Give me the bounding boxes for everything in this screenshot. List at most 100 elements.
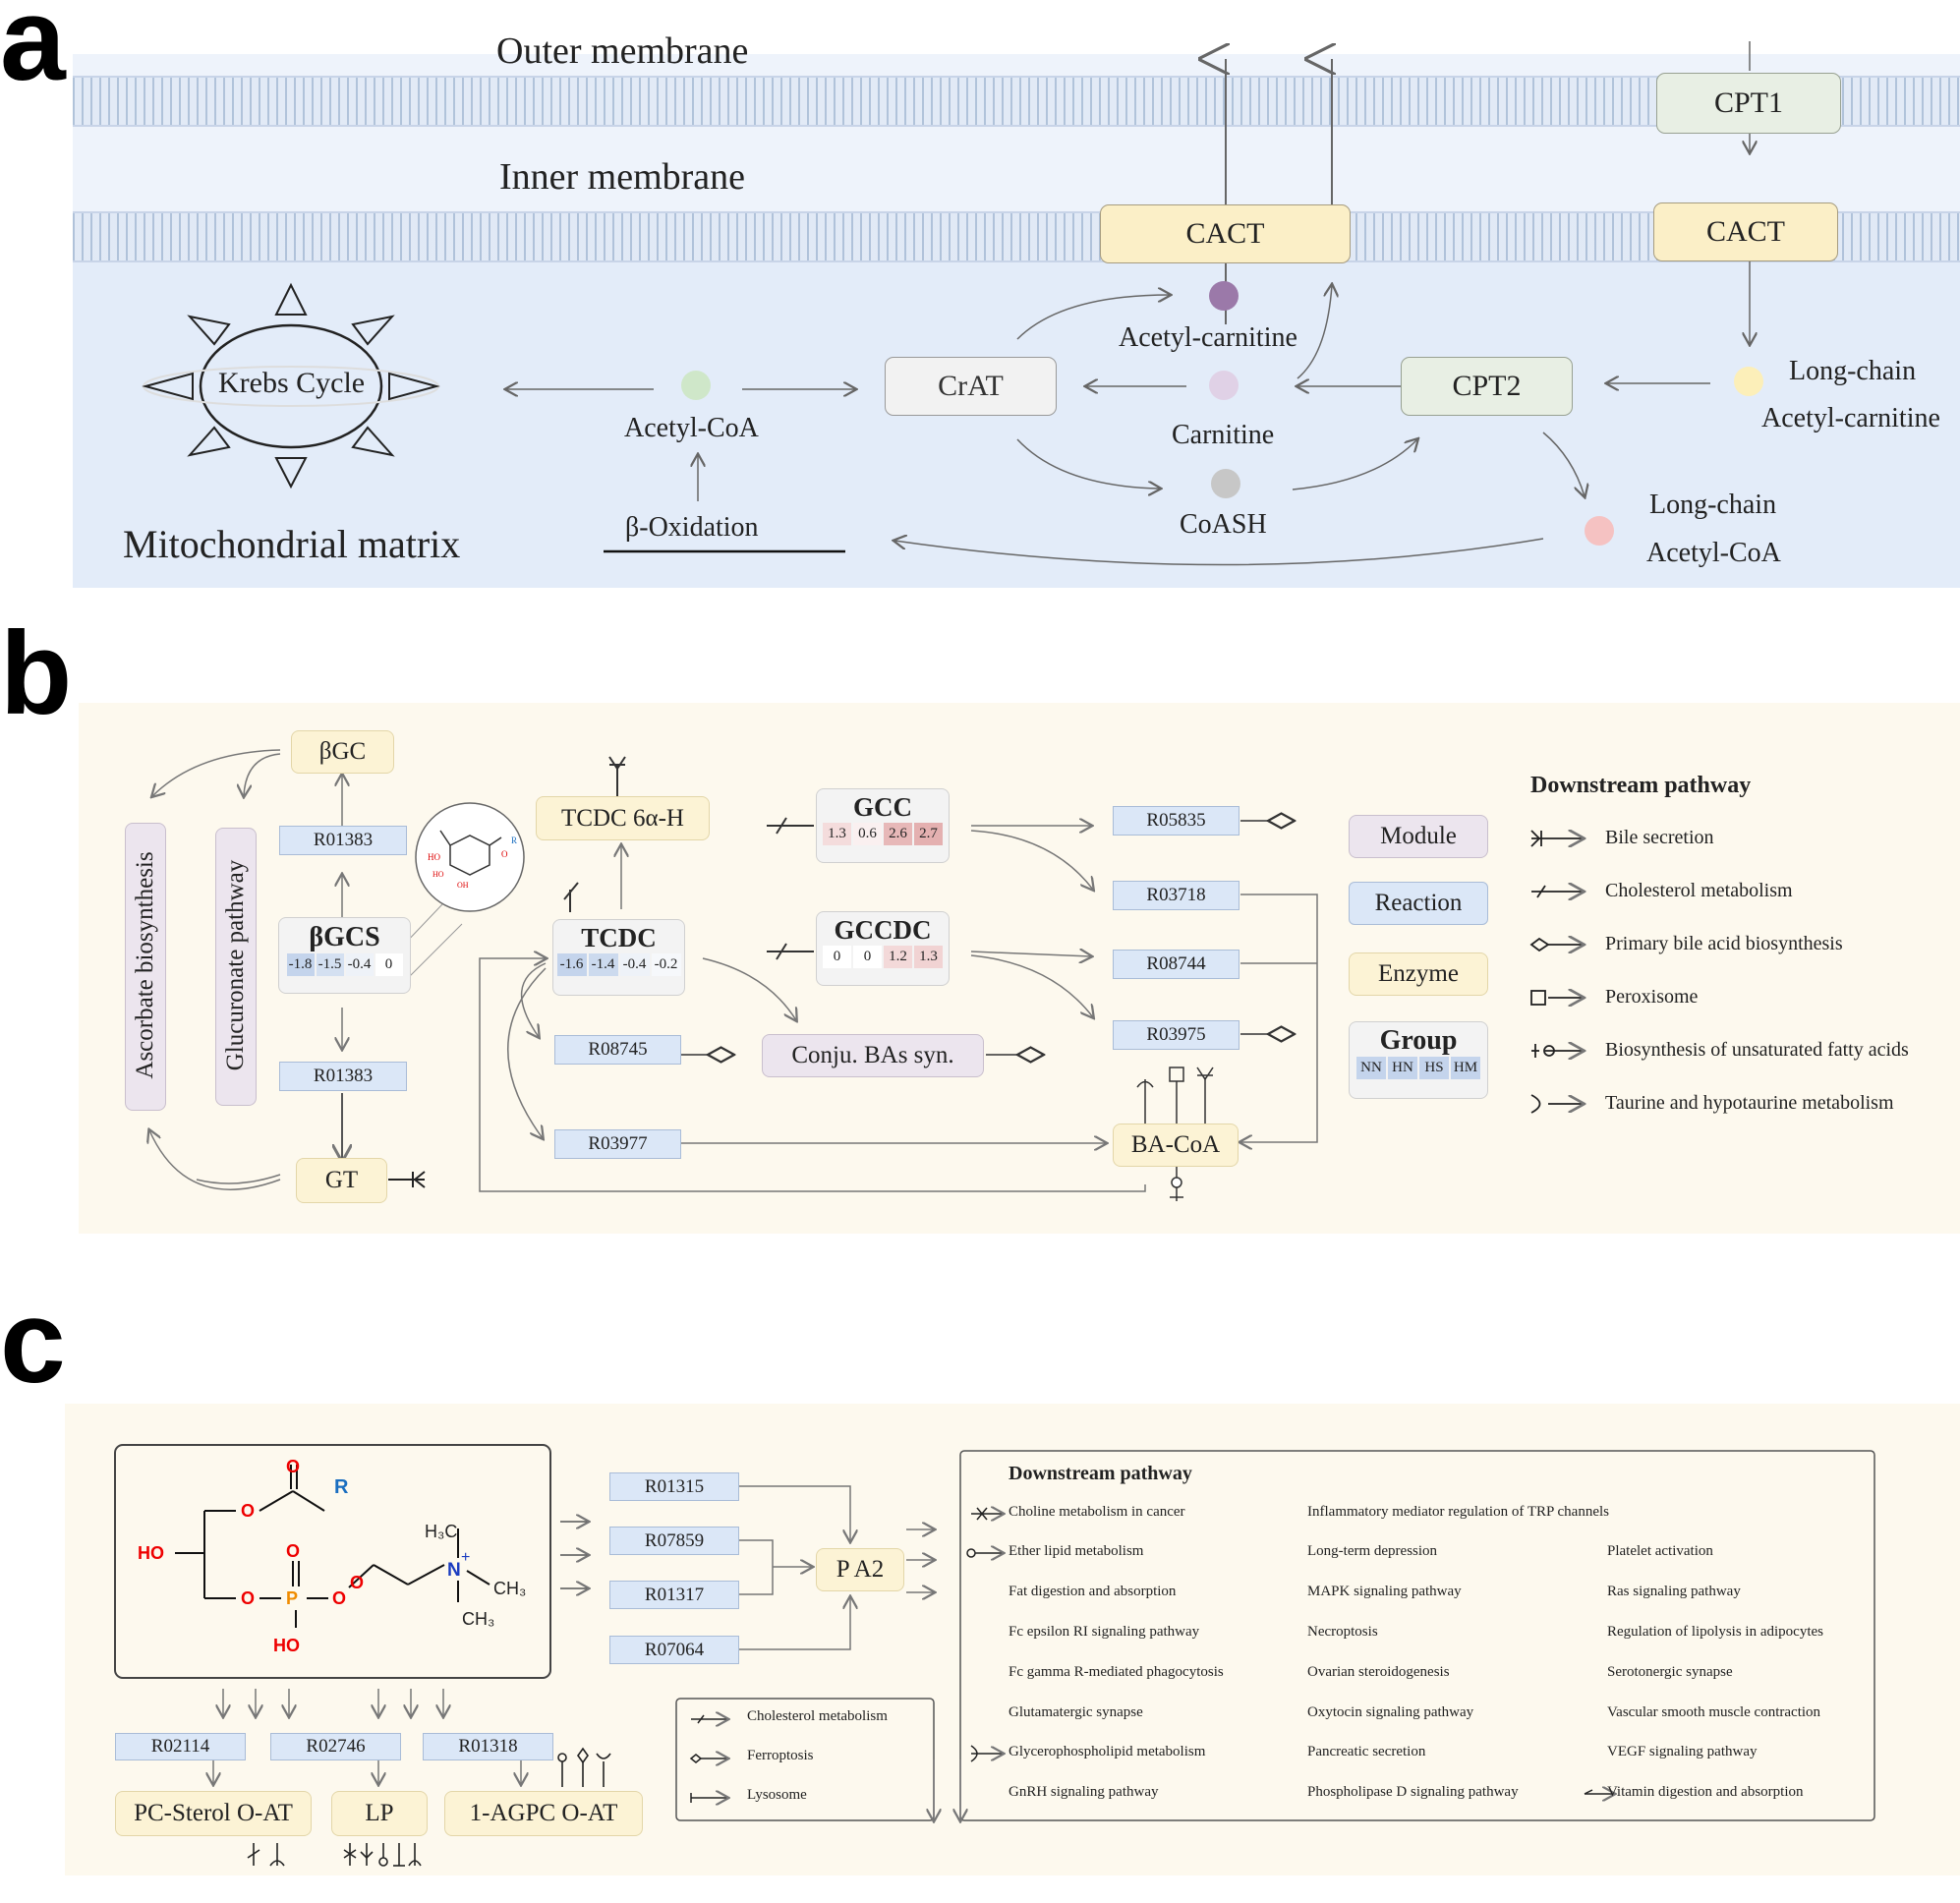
mol-plus: + (461, 1549, 471, 1566)
bgcs-group: βGCS -1.8 -1.5 -0.4 0 (278, 917, 411, 994)
tcdc-value-hm: -0.2 (651, 953, 681, 976)
coash-label: CoASH (1180, 509, 1267, 540)
pc-sterol-enzyme: PC-Sterol O-AT (115, 1791, 312, 1836)
mol-ho: HO (138, 1543, 164, 1563)
c-col2-item: Oxytocin signaling pathway (1307, 1704, 1474, 1720)
tcdc-value-hs: -0.4 (619, 953, 650, 976)
beta-oxidation-label: β-Oxidation (625, 512, 759, 543)
svg-text:HO: HO (428, 852, 440, 862)
lp-enzyme: LP (331, 1791, 428, 1836)
b-downstream-item: Peroxisome (1605, 986, 1699, 1008)
mitochondrial-matrix-label: Mitochondrial matrix (123, 522, 461, 566)
c-col2-item: Pancreatic secretion (1307, 1744, 1426, 1759)
tcdc-values: -1.6 -1.4 -0.4 -0.2 (553, 953, 684, 976)
acetyl-carnitine-dot (1209, 281, 1239, 311)
c-col2-item: Necroptosis (1307, 1624, 1378, 1640)
panel-c-letter: c (0, 1276, 66, 1408)
c-col1-item: Fc epsilon RI signaling pathway (1009, 1624, 1200, 1640)
cact-left-box: CACT (1100, 204, 1351, 263)
outer-membrane-label: Outer membrane (496, 30, 749, 72)
r05835: R05835 (1113, 806, 1239, 836)
svg-text:OH: OH (457, 881, 469, 890)
mol-o1: O (286, 1457, 301, 1476)
lc-acetyl-coa-label-2: Acetyl-CoA (1646, 538, 1781, 568)
r03977: R03977 (554, 1129, 681, 1159)
c-col3-item: Vascular smooth muscle contraction (1607, 1704, 1821, 1720)
legend-group-nn: NN (1356, 1057, 1386, 1079)
r01318: R01318 (423, 1733, 553, 1760)
gccdc-value-hs: 1.2 (884, 946, 912, 968)
c-col1-item: Glycerophospholipid metabolism (1009, 1744, 1206, 1759)
carnitine-dot (1209, 371, 1239, 400)
gcc-group: GCC 1.3 0.6 2.6 2.7 (816, 788, 950, 863)
c-small-legend-item: Lysosome (747, 1787, 807, 1803)
tcdc-value-hn: -1.4 (588, 953, 618, 976)
mol-ch3b: CH₃ (462, 1609, 495, 1629)
bgcs-value-hm: 0 (375, 953, 403, 976)
c-col1-item: Glutamatergic synapse (1009, 1704, 1143, 1720)
c-col2-item: Phospholipase D signaling pathway (1307, 1784, 1519, 1800)
acetyl-coa-dot (681, 371, 711, 400)
r01317: R01317 (609, 1581, 739, 1609)
gcc-value-hs: 2.6 (884, 823, 912, 845)
glucuronate-module-box (215, 828, 257, 1106)
r01383-top: R01383 (279, 826, 407, 855)
panel-b-letter: b (0, 607, 73, 739)
mol-n: N (447, 1560, 461, 1581)
c-col1-item: Ether lipid metabolism (1009, 1543, 1144, 1559)
bgc-enzyme: βGC (291, 730, 394, 774)
inner-membrane-band (73, 211, 1960, 262)
inner-membrane-label: Inner membrane (499, 156, 746, 198)
ascorbate-module-box (125, 823, 166, 1111)
lc-acetyl-coa-label-1: Long-chain (1649, 490, 1777, 520)
gcc-value-hm: 2.7 (914, 823, 943, 845)
b-downstream-item: Cholesterol metabolism (1605, 880, 1793, 901)
legend-enzyme-box: Enzyme (1349, 952, 1488, 996)
1-agpc-enzyme: 1-AGPC O-AT (444, 1791, 643, 1836)
panel-a-letter: a (0, 0, 66, 105)
c-col2-item: Inflammatory mediator regulation of TRP … (1307, 1504, 1610, 1520)
acetyl-coa-label: Acetyl-CoA (624, 413, 759, 443)
bgcs-value-hn: -1.5 (316, 953, 344, 976)
ba-coa-enzyme: BA-CoA (1113, 1124, 1239, 1167)
coash-dot (1211, 469, 1240, 498)
mol-o4: O (241, 1588, 256, 1608)
r08744: R08744 (1113, 950, 1239, 979)
gcc-values: 1.3 0.6 2.6 2.7 (817, 823, 949, 845)
r02746: R02746 (270, 1733, 401, 1760)
c-col1-item: Fat digestion and absorption (1009, 1584, 1177, 1599)
c-col3-item: VEGF signaling pathway (1607, 1744, 1758, 1759)
mol-o3: O (286, 1541, 301, 1561)
b-downstream-item: Biosynthesis of unsaturated fatty acids (1605, 1039, 1909, 1061)
legend-group-cells: NN HN HS HM (1350, 1057, 1487, 1079)
c-col3-item: Regulation of lipolysis in adipocytes (1607, 1624, 1823, 1640)
tcdc-title: TCDC (581, 923, 657, 952)
tcdc-value-nn: -1.6 (556, 953, 587, 976)
c-small-legend-item: Cholesterol metabolism (747, 1708, 888, 1724)
bgcs-values: -1.8 -1.5 -0.4 0 (279, 953, 410, 976)
r03718: R03718 (1113, 881, 1239, 910)
r07859: R07859 (609, 1527, 739, 1555)
r07064: R07064 (609, 1636, 739, 1664)
b-downstream-title: Downstream pathway (1530, 773, 1752, 798)
gcc-value-nn: 1.3 (823, 823, 851, 845)
panel-b-arrows: HO O R OH HO (0, 749, 1960, 1201)
legend-module-box: Module (1349, 815, 1488, 858)
gt-enzyme: GT (296, 1158, 387, 1203)
gccdc-value-hm: 1.3 (914, 946, 943, 968)
gccdc-value-hn: 0 (853, 946, 882, 968)
lc-acetyl-carnitine-dot (1734, 367, 1763, 396)
panel-a-arrows (142, 41, 1960, 566)
panel-c-arrows (114, 1444, 1875, 1867)
b-downstream-item: Primary bile acid biosynthesis (1605, 933, 1843, 954)
c-col2-item: Ovarian steroidogenesis (1307, 1664, 1450, 1680)
legend-group-hn: HN (1388, 1057, 1417, 1079)
c-col2-item: Long-term depression (1307, 1543, 1438, 1559)
glucuronate-module-label: Glucuronate pathway (222, 859, 249, 1071)
tcdc-group: TCDC -1.6 -1.4 -0.4 -0.2 (552, 919, 685, 996)
legend-reaction-box: Reaction (1349, 882, 1488, 925)
gccdc-values: 0 0 1.2 1.3 (817, 946, 949, 968)
lc-acetyl-carnitine-label-2: Acetyl-carnitine (1761, 403, 1940, 433)
c-col3-item: Ras signaling pathway (1607, 1584, 1741, 1599)
bgcs-value-hs: -0.4 (345, 953, 374, 976)
